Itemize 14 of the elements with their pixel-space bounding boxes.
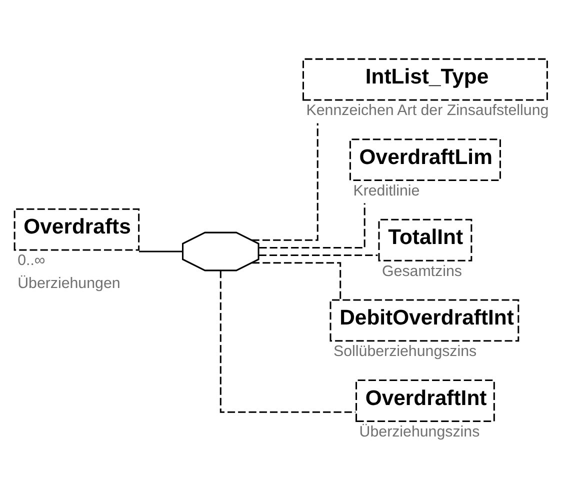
connector [252, 262, 342, 300]
node-label: Gesamtzins [382, 262, 462, 280]
connector [139, 250, 183, 252]
connector [259, 202, 366, 248]
connector [258, 254, 378, 256]
node-label: 0..∞ [18, 252, 46, 269]
node-octagon [182, 231, 260, 271]
node-label: Kennzeichen Art der Zinsaufstellung [306, 102, 549, 119]
node-label: Überziehungszins [359, 422, 480, 440]
node-label: Überziehungen [18, 274, 120, 292]
node-label: Kreditlinie [353, 182, 420, 199]
connector [220, 270, 356, 412]
node-label: Sollüberziehungszins [334, 342, 477, 360]
connector [252, 122, 318, 240]
